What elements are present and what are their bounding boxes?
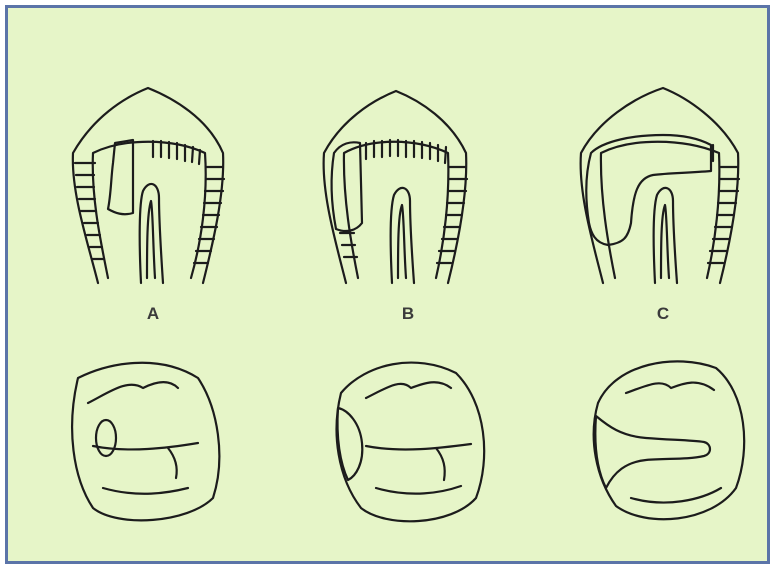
tooth-occlusal-a [58,348,233,533]
panel-label-a: A [123,304,183,324]
lesion-c-occlusal [595,416,710,488]
panel-b [316,83,486,293]
tooth-occlusal-c [586,348,761,533]
lesion-a-occlusal [96,420,116,456]
panel-b-occlusal [326,348,501,533]
figure-frame: A [5,5,770,564]
panel-label-b: B [378,304,438,324]
tooth-section-b [316,83,486,293]
lesion-b-section [332,142,362,231]
tooth-occlusal-b [326,348,501,533]
tooth-section-a [63,83,253,293]
lesion-a-section [108,140,133,214]
panel-a [63,83,253,293]
tooth-section-c [573,83,758,293]
panel-a-occlusal [58,348,233,533]
enamel-stripes-a [75,141,224,263]
panel-c-occlusal [586,348,761,533]
panel-label-c: C [633,304,693,324]
panel-c [573,83,758,293]
